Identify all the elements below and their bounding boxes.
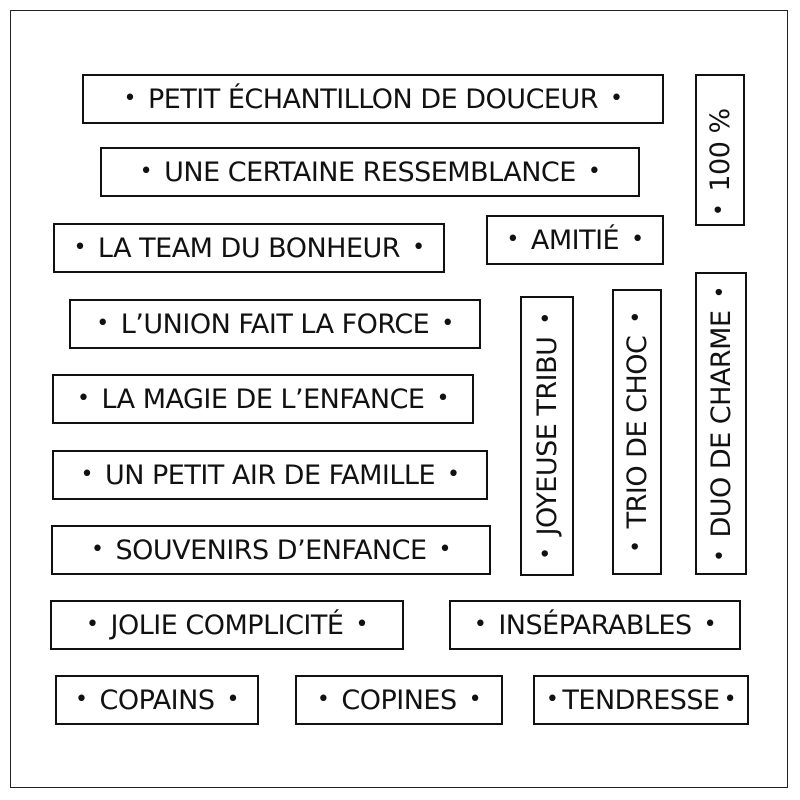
stamp-inseparables: • INSÉPARABLES • [449, 600, 741, 650]
bullet-left: • [624, 540, 649, 553]
bullet-left: • [506, 227, 519, 252]
stamp-text: UN PETIT AIR DE FAMILLE [104, 459, 436, 491]
stamp-tendresse: • TENDRESSE • [533, 675, 749, 725]
stamp-souvenirs: • SOUVENIRS D’ENFANCE • [51, 525, 491, 575]
stamp-text: PETIT ÉCHANTILLON DE DOUCEUR [147, 83, 599, 115]
stamp-text: COPINES [341, 684, 457, 716]
bullet-right: • [355, 612, 368, 637]
bullet-right: • [587, 159, 601, 184]
stamp-text: TRIO DE CHOC [621, 335, 653, 529]
stamp-text: TENDRESSE [562, 684, 720, 716]
stamp-union: • L’UNION FAIT LA FORCE • [69, 299, 481, 349]
stamp-copains: • COPAINS • [55, 675, 259, 725]
bullet-right: • [438, 537, 452, 562]
bullet-right: • [723, 687, 737, 712]
stamp-inner: • 100 % • [697, 76, 743, 224]
bullet-right: • [610, 86, 623, 111]
stamp-inner: • DUO DE CHARME • [697, 274, 745, 573]
stamp-trio: • TRIO DE CHOC • [612, 289, 662, 575]
bullet-left: • [90, 537, 104, 562]
bullet-left: • [139, 159, 153, 184]
stamp-inner: • JOYEUSE TRIBU • [522, 298, 572, 574]
bullet-right: • [631, 227, 644, 252]
stamp-cent: • 100 % • [695, 74, 745, 226]
bullet-right: • [534, 312, 559, 325]
bullet-left: • [545, 687, 559, 712]
stamp-text: 100 % [704, 108, 736, 192]
bullet-right: • [441, 311, 454, 336]
stamp-jolie: • JOLIE COMPLICITÉ • [50, 600, 404, 650]
stamp-text: INSÉPARABLES [498, 609, 692, 641]
stamp-text: L’UNION FAIT LA FORCE [120, 308, 430, 340]
bullet-right: • [708, 285, 733, 298]
bullet-left: • [708, 549, 733, 562]
stamp-text: LA MAGIE DE L’ENFANCE [101, 383, 425, 415]
stamp-joyeuse: • JOYEUSE TRIBU • [520, 296, 574, 576]
bullet-left: • [86, 612, 99, 637]
stamp-une-certaine: • UNE CERTAINE RESSEMBLANCE • [100, 147, 640, 197]
bullet-right: • [624, 311, 649, 324]
stamp-amitie: • AMITIÉ • [486, 215, 664, 265]
bullet-right: • [226, 687, 239, 712]
stamp-duo: • DUO DE CHARME • [695, 272, 747, 575]
stamp-petit-air: • UN PETIT AIR DE FAMILLE • [52, 450, 488, 500]
bullet-left: • [473, 612, 487, 637]
stamp-text: UNE CERTAINE RESSEMBLANCE [164, 156, 576, 188]
stamp-text: COPAINS [99, 684, 215, 716]
bullet-right: • [703, 612, 717, 637]
bullet-right: • [468, 687, 482, 712]
sheet-frame [10, 10, 788, 788]
bullet-left: • [123, 86, 136, 111]
bullet-left: • [80, 462, 93, 487]
bullet-right: • [436, 386, 449, 411]
bullet-left: • [73, 235, 86, 260]
stamp-petit-echantillon: • PETIT ÉCHANTILLON DE DOUCEUR • [82, 74, 664, 124]
bullet-left: • [707, 203, 732, 217]
bullet-left: • [316, 687, 330, 712]
stamp-text: AMITIÉ [530, 224, 620, 256]
stamp-team-bonheur: • LA TEAM DU BONHEUR • [53, 223, 445, 273]
bullet-left: • [534, 547, 559, 560]
bullet-right: • [447, 462, 460, 487]
stamp-magie: • LA MAGIE DE L’ENFANCE • [52, 374, 474, 424]
stamp-text: JOYEUSE TRIBU [531, 336, 563, 536]
stamp-inner: • TRIO DE CHOC • [614, 291, 660, 573]
stamp-text: JOLIE COMPLICITÉ [110, 609, 344, 641]
stamp-text: SOUVENIRS D’ENFANCE [115, 534, 427, 566]
stamp-copines: • COPINES • [295, 675, 503, 725]
bullet-left: • [77, 386, 90, 411]
stamp-text: DUO DE CHARME [705, 309, 737, 538]
bullet-left: • [75, 687, 88, 712]
stamp-text: LA TEAM DU BONHEUR [97, 232, 401, 264]
bullet-right: • [412, 235, 425, 260]
bullet-left: • [96, 311, 109, 336]
